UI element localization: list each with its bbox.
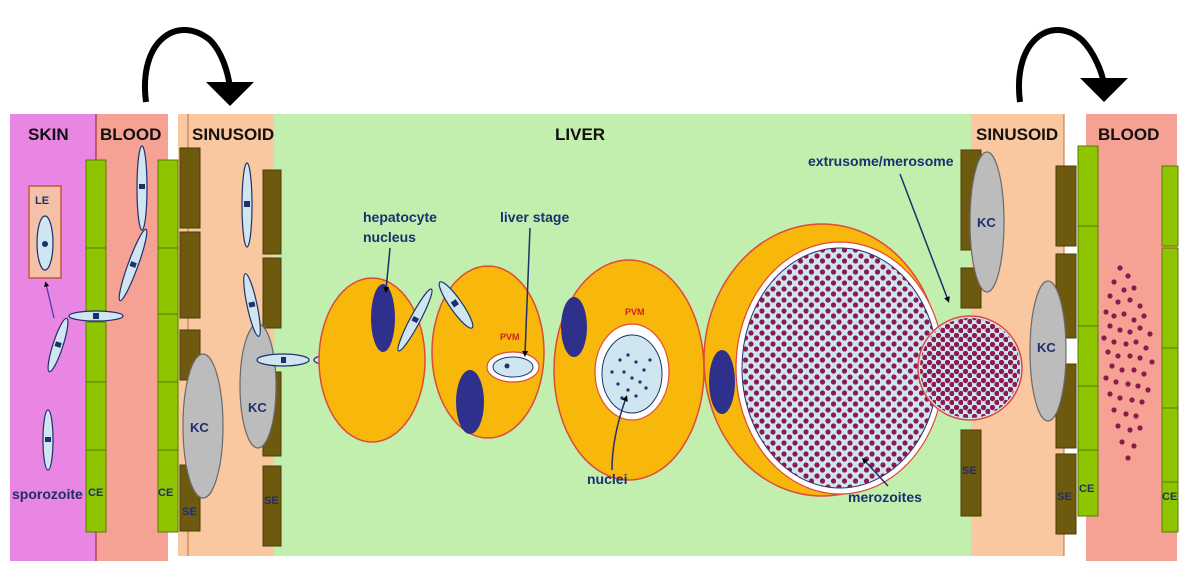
pvm-label-2: PVM bbox=[625, 307, 645, 317]
sinusoid-title-left: SINUSOID bbox=[192, 125, 274, 144]
schizont bbox=[602, 335, 662, 413]
endothelial-cells-right bbox=[1078, 146, 1098, 516]
extrusome-merosome-label: extrusome/merosome bbox=[808, 153, 954, 169]
hepatocyte-label-line2: nucleus bbox=[363, 229, 416, 245]
ce-label-3: CE bbox=[1079, 483, 1094, 495]
hepatocyte-nucleus-3 bbox=[561, 297, 587, 357]
ce-label-2: CE bbox=[158, 487, 173, 499]
nuclei-label: nuclei bbox=[587, 471, 627, 487]
kc-label-1: KC bbox=[190, 420, 209, 435]
liver-stage-label: liver stage bbox=[500, 209, 569, 225]
liver-title: LIVER bbox=[555, 125, 605, 144]
pvm-label-1: PVM bbox=[500, 332, 520, 342]
sporozoite-blood-1 bbox=[137, 146, 147, 230]
hepatocyte-nucleus-4 bbox=[709, 350, 735, 414]
liver-stage-nucleus bbox=[505, 364, 510, 369]
blood-title-right: BLOOD bbox=[1098, 125, 1159, 144]
le-label: LE bbox=[35, 195, 49, 207]
sporozoite-traversing-1 bbox=[257, 354, 309, 366]
sporozoite-sinusoid-1 bbox=[242, 163, 252, 247]
se-label-1: SE bbox=[182, 506, 197, 518]
endothelial-cells-left bbox=[86, 160, 106, 532]
kc-label-4: KC bbox=[1037, 340, 1056, 355]
hepatocyte-1 bbox=[319, 278, 425, 442]
transition-arrow-right bbox=[1019, 30, 1104, 102]
kupffer-cell-left-2 bbox=[240, 324, 276, 448]
endothelial-cells-far-right bbox=[1162, 166, 1178, 532]
kc-label-2: KC bbox=[248, 400, 267, 415]
kc-label-3: KC bbox=[977, 215, 996, 230]
ce-label-4: CE bbox=[1162, 491, 1177, 503]
arrowhead-left-icon bbox=[206, 82, 254, 106]
endothelial-cells-left-2 bbox=[158, 160, 178, 532]
hepatocyte-label-line1: hepatocyte bbox=[363, 209, 437, 225]
sporozoite-skin-lower bbox=[43, 410, 53, 470]
skin-title: SKIN bbox=[28, 125, 69, 144]
se-label-3: SE bbox=[962, 465, 977, 477]
sporozoite-label: sporozoite bbox=[12, 486, 83, 502]
arrowhead-right-icon bbox=[1080, 78, 1128, 102]
blood-title-left: BLOOD bbox=[100, 125, 161, 144]
hepatocyte-nucleus-1 bbox=[371, 284, 395, 352]
sporozoite-nucleus bbox=[42, 241, 48, 247]
sinusoid-title-right: SINUSOID bbox=[976, 125, 1058, 144]
sporozoite-crossing-ce bbox=[69, 311, 123, 321]
hepatocyte-nucleus-2 bbox=[456, 370, 484, 434]
merozoites-label: merozoites bbox=[848, 489, 922, 505]
ce-label-1: CE bbox=[88, 487, 103, 499]
se-label-4: SE bbox=[1057, 491, 1072, 503]
liver-stage-parasite bbox=[493, 357, 533, 377]
se-label-2: SE bbox=[264, 495, 279, 507]
